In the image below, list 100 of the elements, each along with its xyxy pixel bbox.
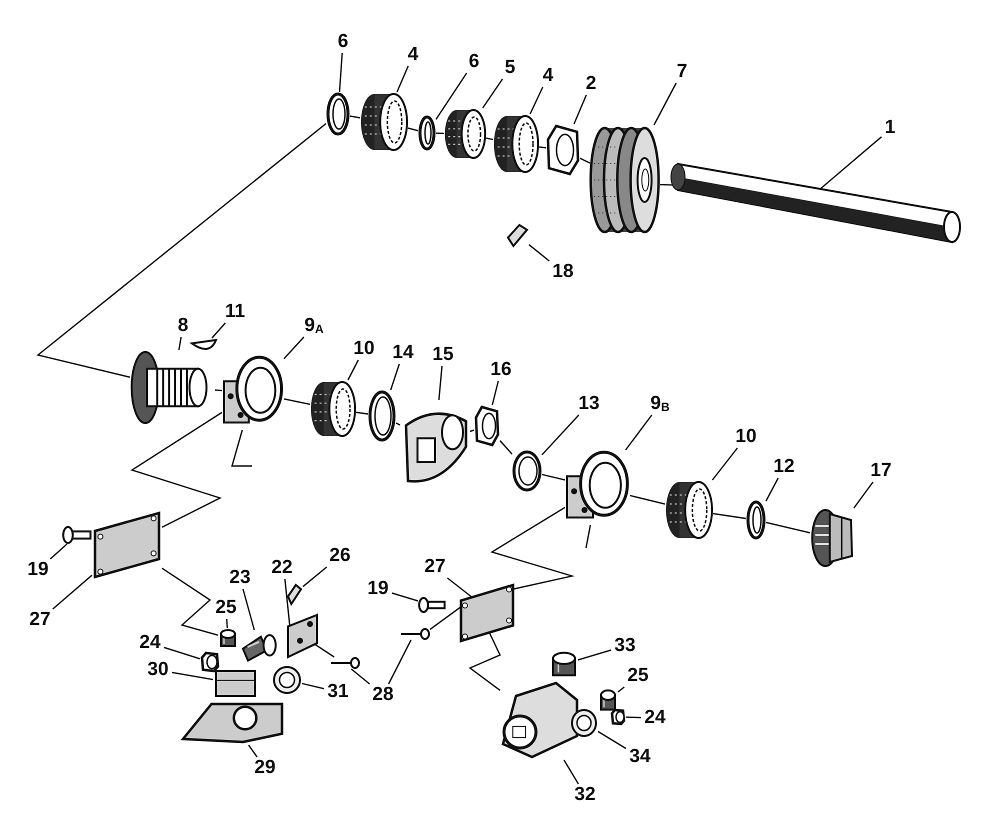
- retaining-ring-drawing: [418, 115, 436, 151]
- assembly-line: [350, 115, 360, 118]
- valve-body-drawing: [500, 680, 580, 760]
- leader-line: [482, 78, 504, 108]
- spacer-ring-drawing: [512, 450, 542, 492]
- callout-number: 10: [350, 338, 378, 360]
- assembly-line: [36, 123, 326, 378]
- seal-ring-drawing: [368, 390, 396, 442]
- retaining-ring-drawing: [746, 500, 766, 540]
- leader-line: [563, 760, 579, 784]
- leader-line: [528, 244, 550, 262]
- callout-number: 22: [268, 557, 296, 579]
- assembly-line: [538, 146, 546, 148]
- callout-number: 14: [389, 342, 417, 364]
- leader-line: [338, 52, 343, 92]
- leader-line: [625, 414, 652, 450]
- callout-number: 19: [24, 559, 52, 581]
- callout-number: 24: [641, 707, 669, 729]
- assembly-line: [162, 568, 218, 636]
- assembly-line: [580, 158, 590, 164]
- leader-line: [302, 566, 328, 588]
- callout-number: 6: [466, 51, 482, 73]
- leader-line: [818, 136, 882, 191]
- callout-number: 34: [626, 746, 654, 768]
- callout-number: 31: [324, 681, 352, 703]
- gasket-drawing: [458, 582, 516, 644]
- callout-number: 12: [770, 456, 798, 478]
- leader-line: [618, 686, 625, 693]
- callout-number: 8: [174, 315, 192, 337]
- leader-line: [52, 574, 92, 610]
- callout-number: 9$_{A}$: [300, 315, 328, 337]
- leader-line: [226, 618, 228, 628]
- callout-number: 27: [421, 556, 449, 578]
- valve-stem-drawing: [570, 708, 598, 738]
- callout-number: 11: [221, 301, 249, 323]
- callout-number: 28: [369, 684, 397, 706]
- leader-line: [164, 646, 200, 660]
- assembly-line: [408, 127, 418, 132]
- leader-line: [492, 380, 499, 406]
- cap-drawing: [218, 628, 238, 648]
- callout-number: 24: [136, 632, 164, 654]
- callout-number: 25: [212, 597, 240, 619]
- bolt-drawing: [62, 526, 92, 544]
- leader-line: [529, 86, 544, 114]
- retaining-ring-drawing: [326, 92, 350, 136]
- small-screw-drawing: [285, 582, 303, 606]
- assembly-line: [766, 522, 810, 534]
- callout-number: 29: [251, 757, 279, 779]
- assembly-line: [231, 430, 252, 467]
- callout-number: 2: [582, 73, 600, 95]
- leader-line: [172, 672, 214, 680]
- assembly-line: [214, 389, 222, 392]
- taper-pin-drawing: [505, 222, 529, 248]
- screw-plug-drawing: [810, 508, 854, 568]
- leader-line: [765, 478, 779, 502]
- assembly-line: [630, 494, 666, 505]
- ball-bearing-drawing: [360, 92, 408, 152]
- leader-line: [396, 66, 409, 92]
- leader-line: [390, 364, 400, 390]
- leader-line: [653, 82, 677, 126]
- callout-number: 19: [364, 578, 392, 600]
- cap-drawing: [598, 688, 618, 712]
- nut-drawing: [200, 651, 220, 673]
- leader-line: [50, 543, 68, 560]
- union-fitting-drawing: [272, 665, 302, 695]
- assembly-line: [436, 132, 444, 134]
- pump-base-drawing: [180, 700, 285, 745]
- screw-drawing: [398, 628, 430, 640]
- leader-line: [248, 744, 258, 758]
- callout-number: 26: [326, 545, 354, 567]
- leader-line: [626, 716, 642, 718]
- pump-block-drawing: [213, 668, 258, 699]
- leader-line: [242, 588, 255, 630]
- callout-number: 4: [540, 65, 556, 87]
- leader-line: [350, 668, 370, 685]
- callout-number: 10: [732, 426, 760, 448]
- leader-line: [283, 336, 304, 360]
- callout-number: 25: [624, 665, 652, 687]
- nut-drawing: [610, 708, 626, 726]
- ball-bearing-drawing: [665, 480, 713, 540]
- ball-bearing-drawing: [493, 114, 539, 174]
- assembly-line: [130, 412, 222, 528]
- screw-drawing: [328, 657, 360, 669]
- callout-number: 9$_{B}$: [646, 393, 674, 415]
- valve-plug-drawing: [550, 650, 578, 678]
- callout-number: 6: [334, 31, 352, 53]
- collar-nut-drawing: [546, 124, 580, 176]
- leader-line: [435, 72, 468, 120]
- callout-number: 15: [429, 344, 457, 366]
- assembly-line: [712, 512, 746, 520]
- callout-number: 5: [502, 57, 518, 79]
- leader-line: [438, 366, 443, 400]
- leader-line: [392, 592, 418, 602]
- pulley-drawing: [590, 125, 660, 235]
- assembly-line: [542, 474, 566, 481]
- leader-line: [302, 682, 324, 690]
- callout-number: 30: [144, 659, 172, 681]
- roller-bearing-drawing: [444, 108, 486, 160]
- assembly-line: [585, 524, 592, 548]
- leader-line: [347, 360, 359, 380]
